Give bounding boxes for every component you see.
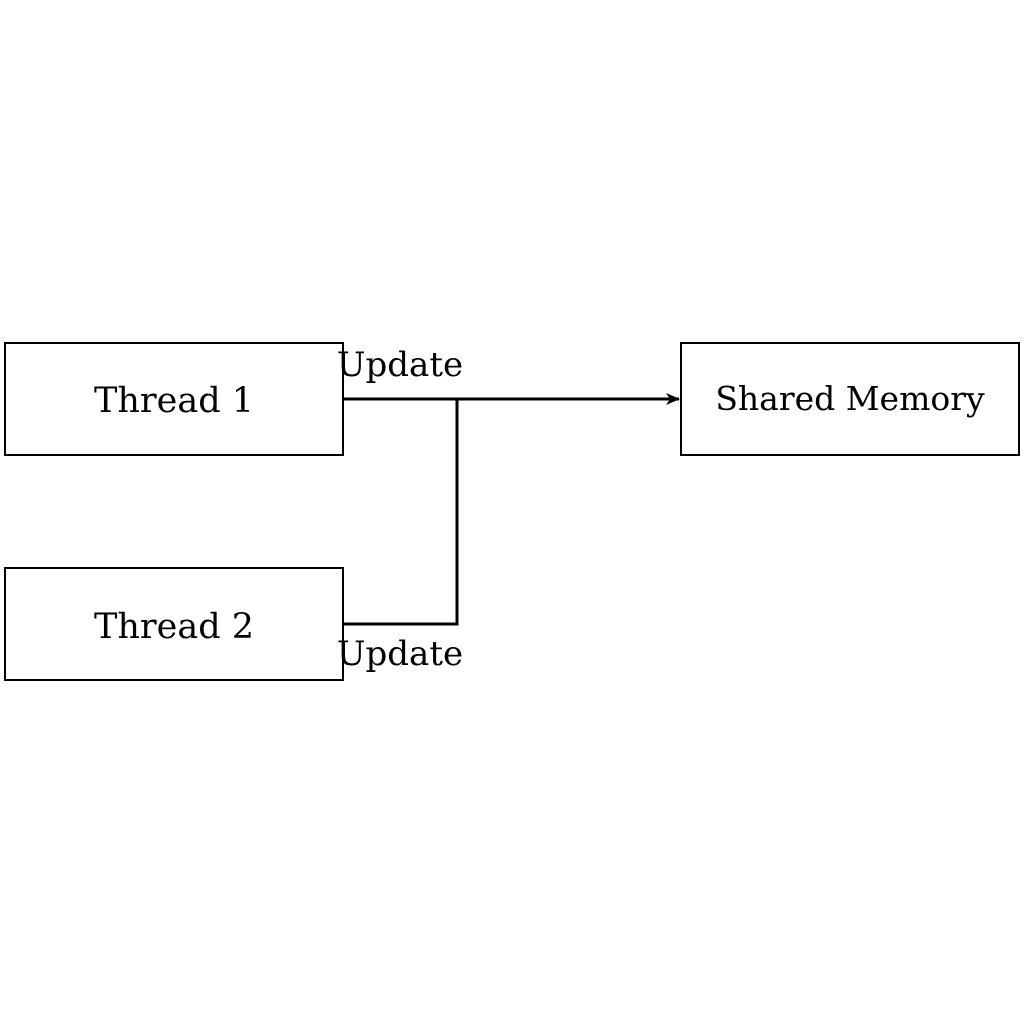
thread-2-node: Thread 2	[4, 567, 344, 681]
thread-1-box	[4, 342, 344, 456]
thread-2-update-edge: Update	[337, 399, 463, 674]
thread-2-box	[4, 567, 344, 681]
thread-2-update-connector	[343, 399, 459, 626]
thread-1-node: Thread 1	[4, 342, 344, 456]
thread-2-label: Thread 2	[94, 607, 254, 647]
shared-memory-box	[680, 342, 1020, 456]
thread-1-update-label: Update	[337, 345, 463, 385]
shared-memory-label: Shared Memory	[715, 379, 985, 418]
thread-2-update-label: Update	[337, 634, 463, 674]
thread-1-label: Thread 1	[94, 381, 254, 421]
thread-1-update-edge: Update	[337, 345, 680, 405]
shared-memory-node: Shared Memory	[680, 342, 1020, 456]
